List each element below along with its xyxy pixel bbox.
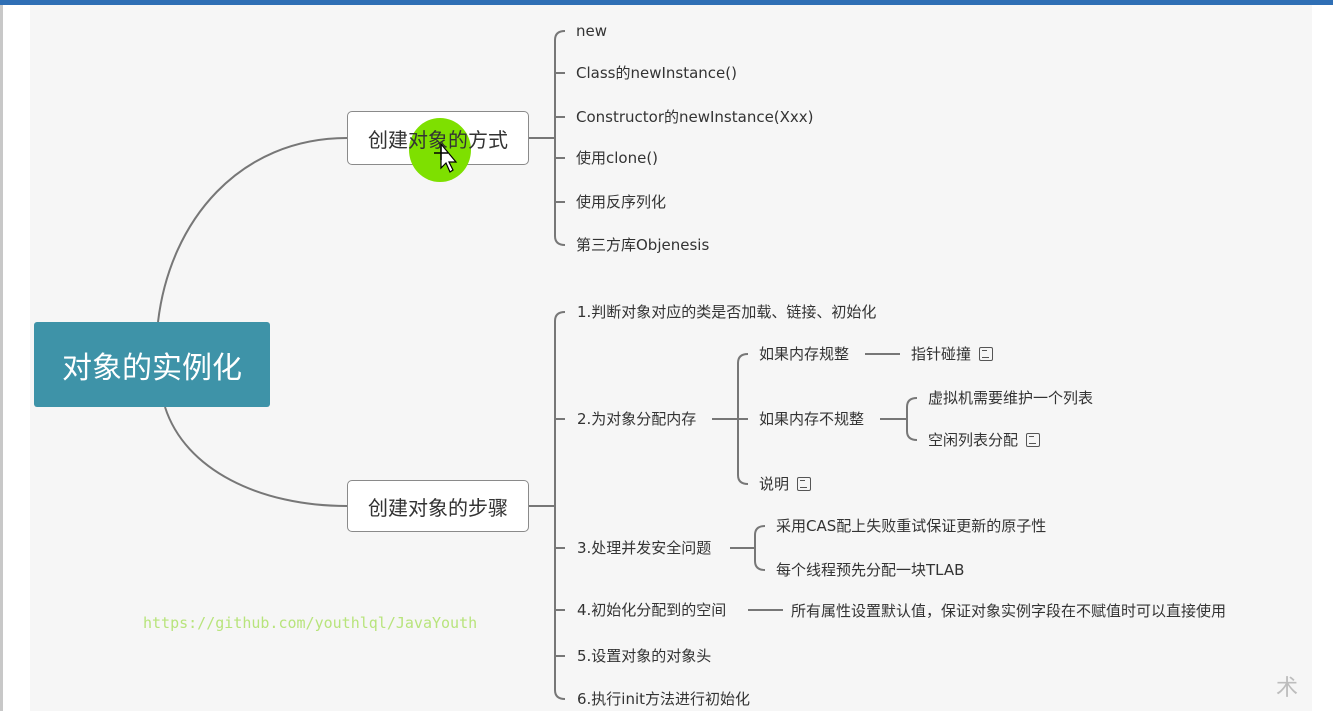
- window-border: [0, 5, 3, 711]
- way-item[interactable]: 第三方库Objenesis: [576, 236, 710, 254]
- vm-maintain-list[interactable]: 虚拟机需要维护一个列表: [928, 389, 1094, 407]
- default-values[interactable]: 所有属性设置默认值，保证对象实例字段在不赋值时可以直接使用: [791, 602, 1227, 620]
- step-item[interactable]: 6.执行init方法进行初始化: [577, 690, 751, 708]
- pointer-bump-label: 指针碰撞: [911, 345, 972, 363]
- way-item[interactable]: Constructor的newInstance(Xxx): [576, 108, 814, 126]
- note-icon[interactable]: [797, 477, 812, 491]
- note-icon[interactable]: [979, 347, 994, 361]
- move-cursor-icon: [434, 142, 458, 173]
- way-item[interactable]: 使用clone(): [576, 149, 659, 167]
- note-icon[interactable]: [1026, 433, 1041, 447]
- memory-irregular[interactable]: 如果内存不规整: [759, 410, 865, 428]
- explanation-label: 说明: [759, 475, 790, 493]
- branch-creation-steps[interactable]: 创建对象的步骤: [347, 480, 529, 532]
- free-list-alloc[interactable]: 空闲列表分配: [928, 430, 1041, 450]
- window-title-bar: [0, 0, 1333, 5]
- step-item[interactable]: 1.判断对象对应的类是否加载、链接、初始化: [577, 303, 877, 321]
- cursor-highlight: [409, 118, 471, 182]
- step-item[interactable]: 4.初始化分配到的空间: [577, 601, 727, 619]
- tlab[interactable]: 每个线程预先分配一块TLAB: [776, 561, 965, 579]
- way-item[interactable]: new: [576, 22, 608, 40]
- root-node[interactable]: 对象的实例化: [34, 322, 270, 407]
- cas-retry[interactable]: 采用CAS配上失败重试保证更新的原子性: [776, 517, 1047, 535]
- pointer-bump[interactable]: 指针碰撞: [911, 344, 994, 364]
- branch-creation-ways[interactable]: 创建对象的方式: [368, 127, 508, 152]
- free-list-label: 空闲列表分配: [928, 431, 1019, 449]
- github-url-watermark: https://github.com/youthlql/JavaYouth: [143, 614, 478, 632]
- way-item[interactable]: 使用反序列化: [576, 193, 667, 211]
- memory-regular[interactable]: 如果内存规整: [759, 345, 850, 363]
- way-item[interactable]: Class的newInstance(): [576, 64, 737, 82]
- step-item[interactable]: 5.设置对象的对象头: [577, 647, 712, 665]
- corner-logo: 术: [1276, 676, 1299, 701]
- explanation[interactable]: 说明: [759, 474, 812, 494]
- step-item[interactable]: 3.处理并发安全问题: [577, 539, 712, 557]
- step-item[interactable]: 2.为对象分配内存: [577, 410, 697, 428]
